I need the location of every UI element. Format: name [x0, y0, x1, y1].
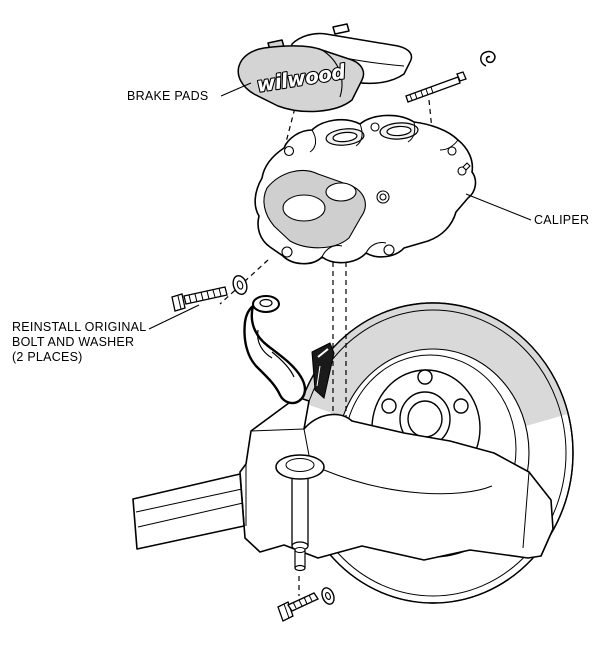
reinstall-note-line-2: BOLT AND WASHER [12, 335, 135, 349]
mount-ear-hole [383, 244, 395, 256]
rotor-shaded-band [301, 302, 568, 426]
knuckle-arm-plate-line [135, 488, 243, 513]
bleed-screw [457, 166, 467, 176]
retaining-clip-drawing [480, 50, 496, 67]
knuckle-arm [132, 473, 245, 550]
caliper-bolt [447, 146, 457, 156]
inner-pad [237, 45, 365, 113]
knuckle-stem [291, 470, 309, 572]
balljoint-boot-drawing [243, 295, 335, 405]
brake-pads-leader-line [220, 82, 252, 97]
caliper-drawing [254, 114, 477, 265]
washer-left-drawing [232, 275, 248, 295]
lug-hole [453, 398, 469, 414]
mount-ear-hole [281, 246, 293, 258]
reinstall-note-label: REINSTALL ORIGINAL BOLT AND WASHER (2 PL… [12, 320, 146, 365]
caliper-piston [325, 182, 357, 202]
reinstall-note-line-1: REINSTALL ORIGINAL [12, 320, 147, 334]
pin-head [456, 71, 467, 82]
brake-pads-drawing: wilwood [237, 23, 413, 113]
bolt-head [171, 293, 186, 312]
pad-tab [332, 23, 350, 35]
knuckle-drawing [132, 396, 554, 572]
lug-hole [381, 398, 397, 414]
bolt-bottom-drawing [277, 592, 319, 622]
caliper-bolt [370, 122, 380, 132]
caliper-piston [282, 194, 326, 222]
alignment-dashes-bolts [219, 259, 300, 596]
knuckle-arm-plate-line [137, 502, 244, 528]
lug-hole [417, 369, 433, 385]
reinstall-note-line-3: (2 PLACES) [12, 350, 83, 364]
note-leader-line [148, 304, 200, 330]
guide-pin-drawing [405, 71, 467, 103]
caliper-bolt [283, 145, 295, 157]
washer-bottom-drawing [321, 587, 335, 605]
brake-pads-label: BRAKE PADS [127, 89, 209, 103]
bolt-left-drawing [171, 286, 228, 312]
caliper-leader-line [465, 193, 532, 221]
caliper-label: CALIPER [534, 213, 590, 227]
bleed-nipple [462, 162, 471, 171]
